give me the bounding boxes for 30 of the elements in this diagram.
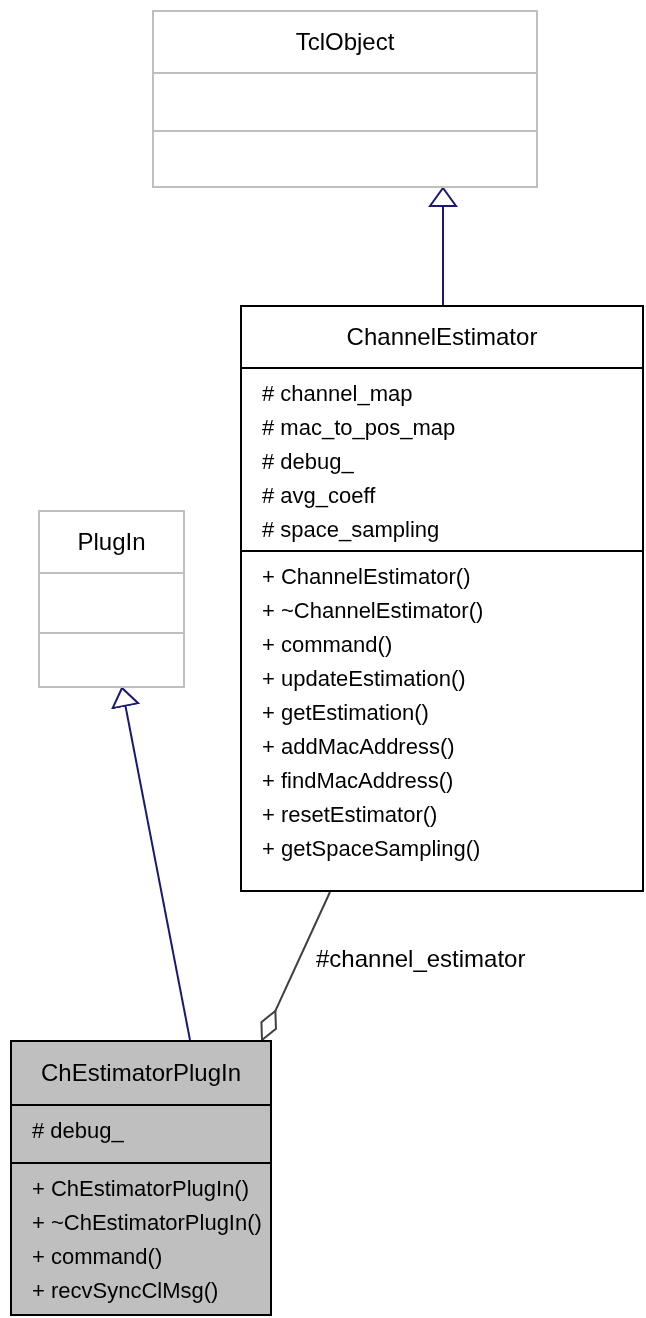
member-text: + ~ChannelEstimator() xyxy=(262,597,484,625)
member-text: # avg_coeff xyxy=(262,482,376,510)
inheritance-arrow xyxy=(429,187,457,306)
member-text: + getEstimation() xyxy=(262,699,429,727)
member-text: # space_sampling xyxy=(262,516,440,544)
class-name: ChannelEstimator xyxy=(345,322,539,352)
member-text: # channel_map xyxy=(262,380,413,408)
class-box xyxy=(152,10,538,188)
member-text: + command() xyxy=(32,1243,163,1271)
member-text: + getSpaceSampling() xyxy=(262,835,481,863)
member-text: + updateEstimation() xyxy=(262,665,466,693)
member-text: + addMacAddress() xyxy=(262,733,455,761)
member-text: + ChEstimatorPlugIn() xyxy=(32,1175,250,1203)
class-box xyxy=(10,1040,272,1316)
member-text: # debug_ xyxy=(262,448,354,476)
member-text: # mac_to_pos_map xyxy=(262,414,456,442)
member-text: + command() xyxy=(262,631,393,659)
aggregation-connector xyxy=(260,891,331,1041)
member-text: + recvSyncClMsg() xyxy=(32,1277,219,1305)
class-name: TclObject xyxy=(294,27,396,57)
member-text: + resetEstimator() xyxy=(262,801,438,829)
member-text: + ~ChEstimatorPlugIn() xyxy=(32,1209,262,1237)
class-name: ChEstimatorPlugIn xyxy=(39,1058,243,1088)
member-text: # debug_ xyxy=(32,1117,124,1145)
member-text: + ChannelEstimator() xyxy=(262,563,471,591)
inheritance-arrow xyxy=(111,687,191,1041)
class-box xyxy=(38,510,185,688)
class-name: PlugIn xyxy=(76,527,147,557)
member-text: + findMacAddress() xyxy=(262,767,454,795)
class-box xyxy=(240,305,644,892)
